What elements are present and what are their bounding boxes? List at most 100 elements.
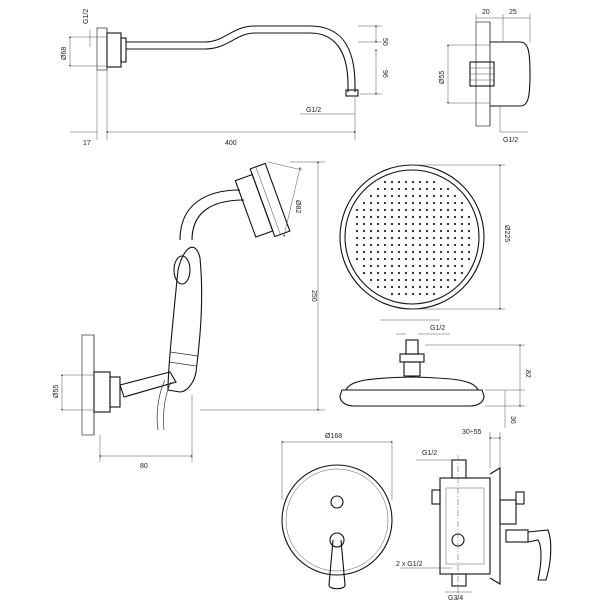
nozzle-dot <box>411 187 415 191</box>
nozzle-dot <box>376 278 380 282</box>
nozzle-dot <box>460 271 464 275</box>
hand-shower-handle <box>167 246 203 393</box>
nozzle-dot <box>453 278 457 282</box>
nozzle-dot <box>383 194 387 198</box>
nozzle-dot <box>418 236 422 240</box>
nozzle-dot <box>453 208 457 212</box>
nozzle-dot <box>460 250 464 254</box>
nozzle-dot <box>355 243 359 247</box>
nozzle-dot <box>411 208 415 212</box>
nozzle-dot <box>432 180 436 184</box>
nozzle-dot <box>404 264 408 268</box>
nozzle-dot <box>453 257 457 261</box>
diverter-knob <box>330 495 344 509</box>
nozzle-dot <box>369 222 373 226</box>
nozzle-dot <box>439 229 443 233</box>
nozzle-dot <box>383 264 387 268</box>
nozzle-dot <box>390 271 394 275</box>
nozzle-dot <box>425 243 429 247</box>
holder-dia-label: Ø55 <box>53 385 60 398</box>
nozzle-dot <box>397 222 401 226</box>
nozzle-dot <box>362 250 366 254</box>
nozzle-dot <box>418 180 422 184</box>
nozzle-dot <box>432 194 436 198</box>
nozzle-dot <box>460 229 464 233</box>
nozzle-dot <box>432 215 436 219</box>
nozzle-dot <box>439 278 443 282</box>
nozzle-dot <box>460 264 464 268</box>
nozzle-dot <box>453 194 457 198</box>
nozzle-dot <box>369 264 373 268</box>
nozzle-dot <box>446 229 450 233</box>
nozzle-dot <box>397 278 401 282</box>
nozzle-dot <box>376 215 380 219</box>
mixer-lever <box>328 539 346 590</box>
nozzle-dot <box>404 229 408 233</box>
nozzle-dot <box>362 257 366 261</box>
nozzle-dot <box>404 222 408 226</box>
head-thickness-label: 36 <box>509 416 516 424</box>
nozzle-dot <box>404 201 408 205</box>
nozzle-dot <box>460 257 464 261</box>
nozzle-dot <box>418 187 422 191</box>
nozzle-dot <box>383 278 387 282</box>
nozzle-dot <box>390 250 394 254</box>
nozzle-dot <box>425 187 429 191</box>
nozzle-dot <box>369 215 373 219</box>
nozzle-dot <box>390 264 394 268</box>
nozzle-dot <box>376 201 380 205</box>
nozzle-dot <box>446 208 450 212</box>
nozzle-dot <box>404 250 408 254</box>
nozzle-dot <box>453 243 457 247</box>
nozzle-dot <box>397 215 401 219</box>
nozzle-dot <box>390 236 394 240</box>
nozzle-dot <box>404 187 408 191</box>
nozzle-dot <box>467 229 471 233</box>
holder-offset-label: 80 <box>140 463 148 470</box>
nozzle-dot <box>369 201 373 205</box>
nozzle-dot <box>397 285 401 289</box>
nozzle-dot <box>383 208 387 212</box>
nozzle-dot <box>397 180 401 184</box>
arm-flange <box>106 32 122 68</box>
nozzle-dot <box>390 194 394 198</box>
nozzle-dot <box>411 250 415 254</box>
nozzle-dot <box>390 285 394 289</box>
nozzle-dot <box>411 194 415 198</box>
nozzle-dot <box>397 292 401 296</box>
flange-thread-label: G1/2 <box>503 137 518 144</box>
nozzle-dot <box>376 257 380 261</box>
nozzle-dot <box>432 278 436 282</box>
nozzle-dot <box>362 236 366 240</box>
nozzle-dot <box>362 243 366 247</box>
hand-shower-head <box>234 173 274 238</box>
nozzle-dot <box>397 271 401 275</box>
nozzle-dot <box>383 201 387 205</box>
nozzle-dot <box>383 243 387 247</box>
nozzle-dot <box>425 257 429 261</box>
nozzle-dot <box>432 243 436 247</box>
nozzle-dot <box>390 243 394 247</box>
flange-dia-label: Ø55 <box>439 71 446 84</box>
nozzle-dot <box>383 229 387 233</box>
nozzle-dot <box>425 215 429 219</box>
nozzle-dot <box>432 264 436 268</box>
nozzle-dot <box>446 278 450 282</box>
nozzle-dot <box>383 271 387 275</box>
nozzle-dot <box>425 201 429 205</box>
mixer-wall-range-label: 30÷55 <box>462 429 482 436</box>
mixer-plate-dia-label: Ø168 <box>325 433 342 440</box>
nozzle-dot <box>411 229 415 233</box>
nozzle-dot <box>376 222 380 226</box>
nozzle-pattern <box>355 180 471 296</box>
nozzle-dot <box>369 250 373 254</box>
head-height-label: 82 <box>524 370 531 378</box>
nozzle-dot <box>383 236 387 240</box>
nozzle-dot <box>397 201 401 205</box>
nozzle-dot <box>376 250 380 254</box>
nozzle-dot <box>467 250 471 254</box>
nozzle-dot <box>439 285 443 289</box>
nozzle-dot <box>397 257 401 261</box>
nozzle-dot <box>383 187 387 191</box>
arm-wall-offset-label: 17 <box>83 140 91 147</box>
